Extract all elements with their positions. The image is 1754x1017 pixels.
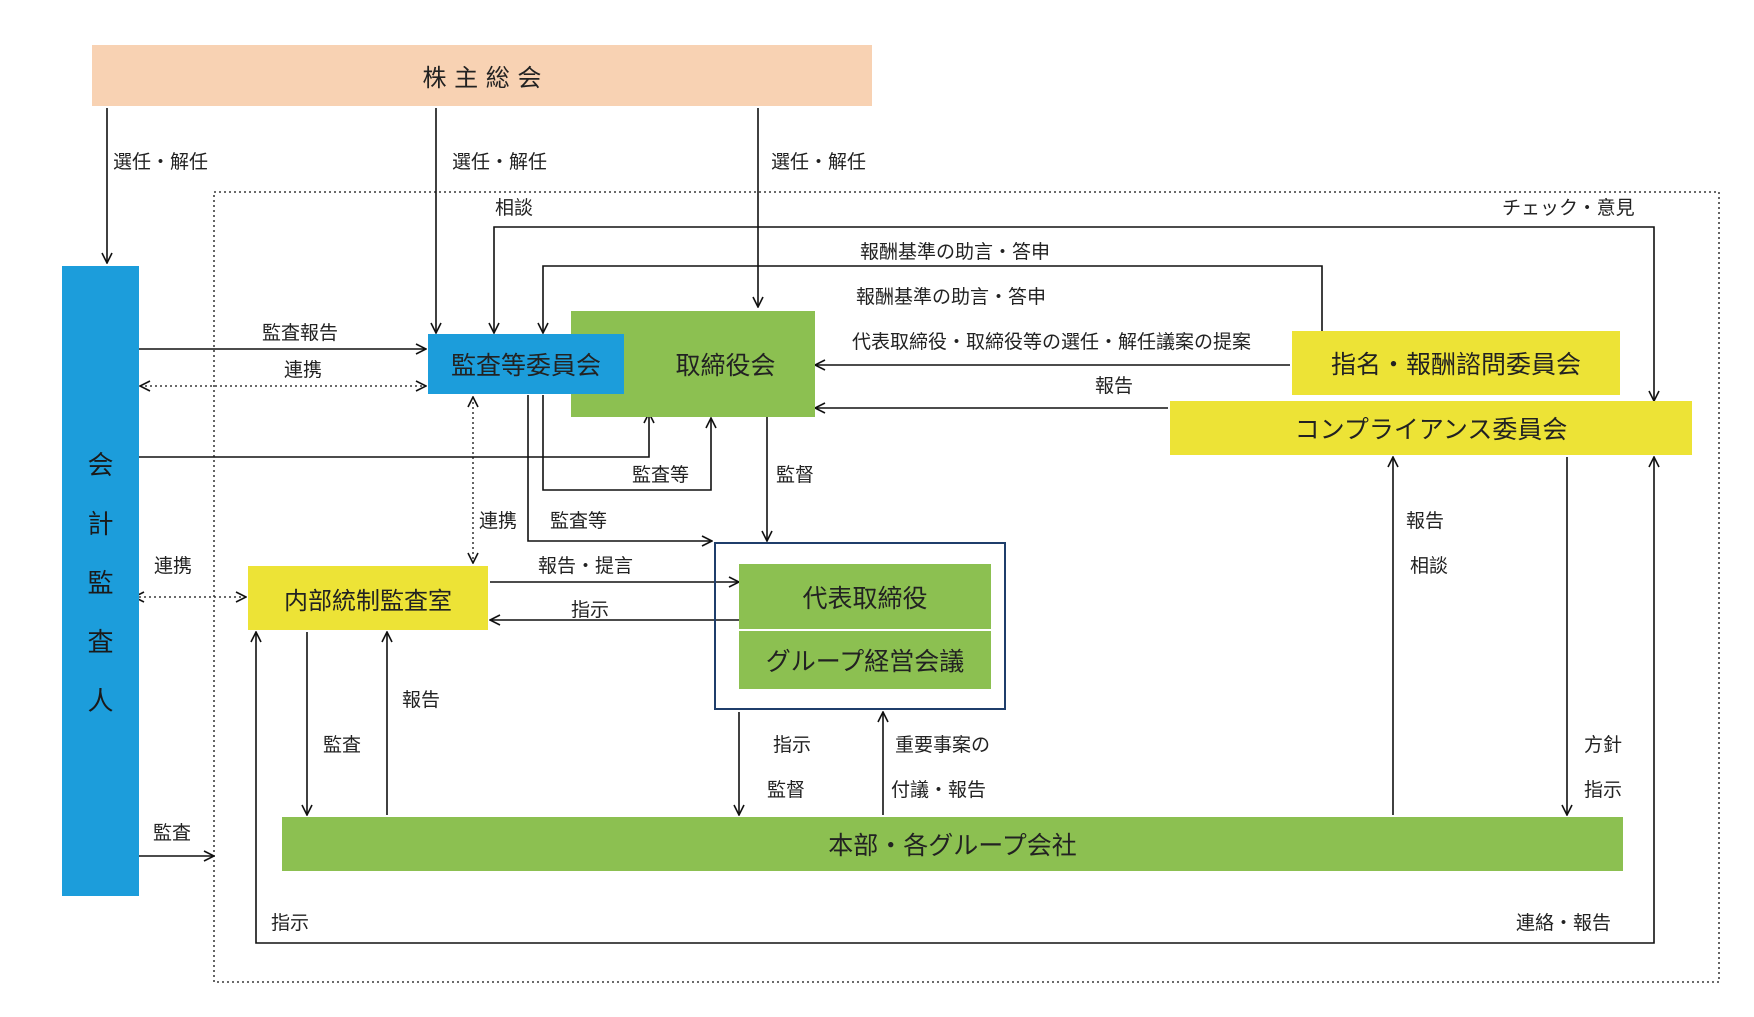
label-report-compliance: 報告 <box>1095 375 1134 397</box>
executive-frame <box>714 542 1006 710</box>
label-audit-etc-1: 監査等 <box>632 464 690 486</box>
label-advice-2: 報酬基準の助言・答申 <box>856 286 1047 308</box>
auditor-char: 査 <box>87 627 114 658</box>
auditor-char: 会 <box>87 450 114 481</box>
arrow-auditor-board <box>139 413 649 458</box>
label-check: チェック・意見 <box>1502 197 1635 219</box>
arrow-bottom-loop <box>256 457 1654 944</box>
nomination-label: 指名・報酬諮問委員会 <box>1330 350 1581 379</box>
label-consult-hq: 相談 <box>1410 555 1449 577</box>
label-proposal: 代表取締役・取締役等の選任・解任議案の提案 <box>852 331 1252 353</box>
audit-committee: 監査等委員会 <box>428 334 624 394</box>
auditor-char: 監 <box>87 568 114 599</box>
representative-director: 代表取締役 <box>739 564 991 629</box>
label-audit-2: 監査 <box>153 822 192 844</box>
label-instruct-2: 指示 <box>773 734 812 756</box>
label-important-2: 付議・報告 <box>891 779 987 801</box>
group-frame <box>213 191 1720 983</box>
group-management-meeting: グループ経営会議 <box>739 631 991 689</box>
auditor-char: 人 <box>87 686 114 717</box>
label-instruct-4: 指示 <box>271 912 310 934</box>
auditor-char: 計 <box>87 509 114 540</box>
label-coop-2: 連携 <box>479 510 518 532</box>
label-instruct-3: 指示 <box>1584 779 1623 801</box>
label-coop-1: 連携 <box>284 359 323 381</box>
label-audit-report: 監査報告 <box>262 322 339 344</box>
compliance-committee: コンプライアンス委員会 <box>1170 401 1692 455</box>
board-label: 取締役会 <box>675 351 776 380</box>
label-audit-1: 監査 <box>323 734 362 756</box>
label-elect-3: 選任・解任 <box>771 151 867 173</box>
group-meeting-label: グループ経営会議 <box>765 647 965 676</box>
label-supervision: 監督 <box>776 464 815 486</box>
label-contact: 連絡・報告 <box>1516 912 1612 934</box>
label-instruct-1: 指示 <box>571 599 610 621</box>
label-report-suggest: 報告・提言 <box>538 555 634 577</box>
internal-audit-label: 内部統制監査室 <box>284 586 452 615</box>
label-report-hq: 報告 <box>1406 510 1445 532</box>
label-coop-3: 連携 <box>154 555 193 577</box>
arrow-remuneration-advice <box>543 265 1323 333</box>
label-policy: 方針 <box>1584 734 1623 756</box>
label-consult: 相談 <box>495 197 534 219</box>
accounting-auditor: 会 計 監 査 人 <box>62 266 139 896</box>
label-elect-1: 選任・解任 <box>113 151 209 173</box>
label-report-ia: 報告 <box>402 689 441 711</box>
label-important-1: 重要事案の <box>895 734 991 756</box>
nomination-committee: 指名・報酬諮問委員会 <box>1292 331 1620 395</box>
arrow-consult-check <box>494 226 1654 401</box>
label-advice-1: 報酬基準の助言・答申 <box>860 241 1051 263</box>
compliance-label: コンプライアンス委員会 <box>1294 415 1568 444</box>
headquarters-group-companies: 本部・各グループ会社 <box>282 817 1623 871</box>
audit-committee-label: 監査等委員会 <box>450 351 601 380</box>
label-supervise-2: 監督 <box>767 779 806 801</box>
shareholders-meeting: 株 主 総 会 <box>92 45 872 106</box>
internal-audit-office: 内部統制監査室 <box>248 566 488 630</box>
headquarters-label: 本部・各グループ会社 <box>828 831 1077 860</box>
label-audit-etc-2: 監査等 <box>550 510 608 532</box>
representative-label: 代表取締役 <box>802 583 928 613</box>
shareholders-label: 株 主 総 会 <box>422 64 542 92</box>
label-elect-2: 選任・解任 <box>452 151 548 173</box>
